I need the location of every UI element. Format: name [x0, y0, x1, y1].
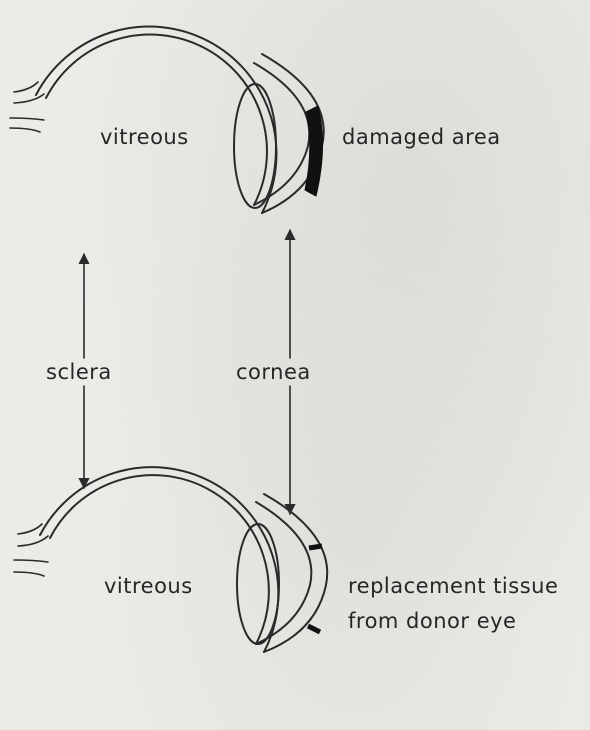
label-vitreous-top: vitreous: [100, 125, 189, 149]
bottom-eye: [14, 467, 327, 652]
top-eye: [10, 27, 324, 213]
label-cornea: cornea: [236, 360, 311, 384]
top-eye-lens: [234, 84, 276, 208]
label-damaged-area: damaged area: [342, 125, 501, 149]
bottom-eye-optic-nerve: [14, 524, 48, 576]
label-replacement-tissue: replacement tissue: [348, 574, 558, 598]
top-eye-damaged-area: [305, 106, 323, 196]
label-from-donor-eye: from donor eye: [348, 609, 516, 633]
label-sclera: sclera: [46, 360, 112, 384]
label-vitreous-bottom: vitreous: [104, 574, 193, 598]
top-eye-sclera-outer: [36, 27, 276, 213]
bottom-eye-sclera-inner: [50, 475, 269, 644]
